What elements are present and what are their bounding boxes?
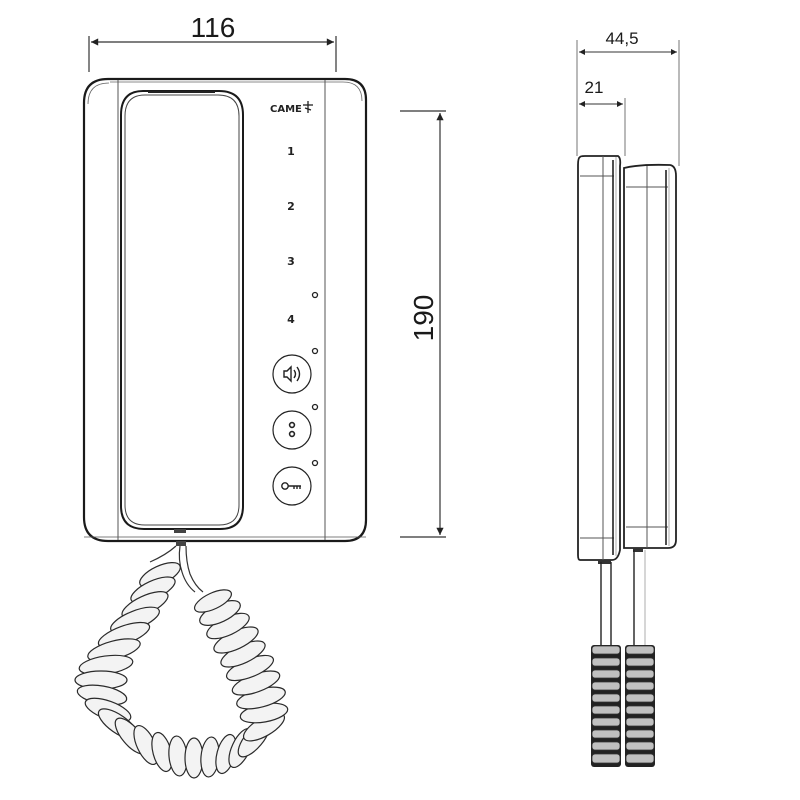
speaker-icon xyxy=(283,365,301,383)
led-indicator xyxy=(311,347,319,355)
led-indicators xyxy=(311,291,319,467)
two-dots-icon xyxy=(288,421,296,438)
base-side-profile xyxy=(623,163,677,549)
handset-depth-dimension: 21 xyxy=(579,78,626,156)
led-indicator xyxy=(311,291,319,299)
coiled-cord xyxy=(74,545,289,779)
side-view: 44,5 21 xyxy=(576,29,680,767)
call-button-1[interactable]: 1 xyxy=(287,145,295,158)
handset-depth-label: 21 xyxy=(585,78,604,97)
auxiliary-button[interactable] xyxy=(272,410,312,450)
front-view: 116 CAME 1 2 xyxy=(74,12,446,779)
call-button-2[interactable]: 2 xyxy=(287,200,295,213)
coiled-cord-side-right xyxy=(625,645,655,767)
height-dimension: 190 xyxy=(400,110,446,538)
speaker-button[interactable] xyxy=(272,354,312,394)
led-indicator xyxy=(311,403,319,411)
door-lock-button[interactable] xyxy=(272,466,312,506)
key-icon xyxy=(281,482,301,490)
total-depth-dimension: 44,5 xyxy=(576,29,680,166)
width-dimension: 116 xyxy=(88,12,337,72)
led-indicator xyxy=(311,459,319,467)
base-body-outline xyxy=(82,77,368,543)
handset xyxy=(120,90,244,546)
total-depth-label: 44,5 xyxy=(605,29,638,48)
came-logo-icon xyxy=(303,101,313,113)
coiled-cord-side-left xyxy=(591,645,621,767)
width-label: 116 xyxy=(191,12,236,43)
call-button-4[interactable]: 4 xyxy=(287,313,295,326)
call-buttons: 1 2 3 4 xyxy=(287,145,295,326)
call-button-3[interactable]: 3 xyxy=(287,255,295,268)
brand-label: CAME xyxy=(270,104,302,115)
handset-side-profile xyxy=(577,155,622,561)
side-cords xyxy=(591,548,655,767)
height-label: 190 xyxy=(408,295,439,342)
brand-logo: CAME xyxy=(270,101,313,115)
